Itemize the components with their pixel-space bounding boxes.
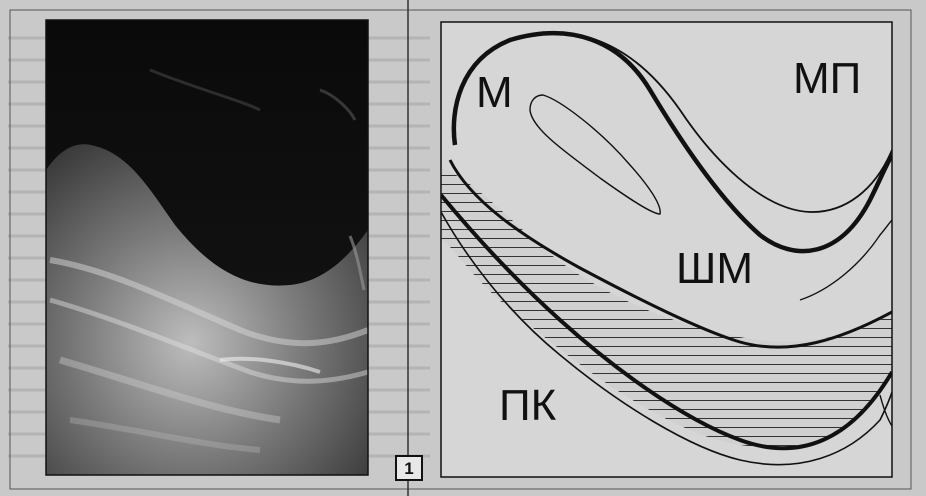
label-shm: ШМ	[676, 244, 753, 293]
label-pk: ПК	[499, 381, 557, 430]
label-m: М	[476, 68, 513, 117]
ultrasound-image	[46, 20, 368, 475]
figure-number-box: 1	[396, 456, 422, 480]
label-mp: МП	[793, 54, 861, 103]
schematic-diagram: М МП ШМ ПК	[441, 22, 892, 477]
figure-number: 1	[404, 459, 413, 478]
